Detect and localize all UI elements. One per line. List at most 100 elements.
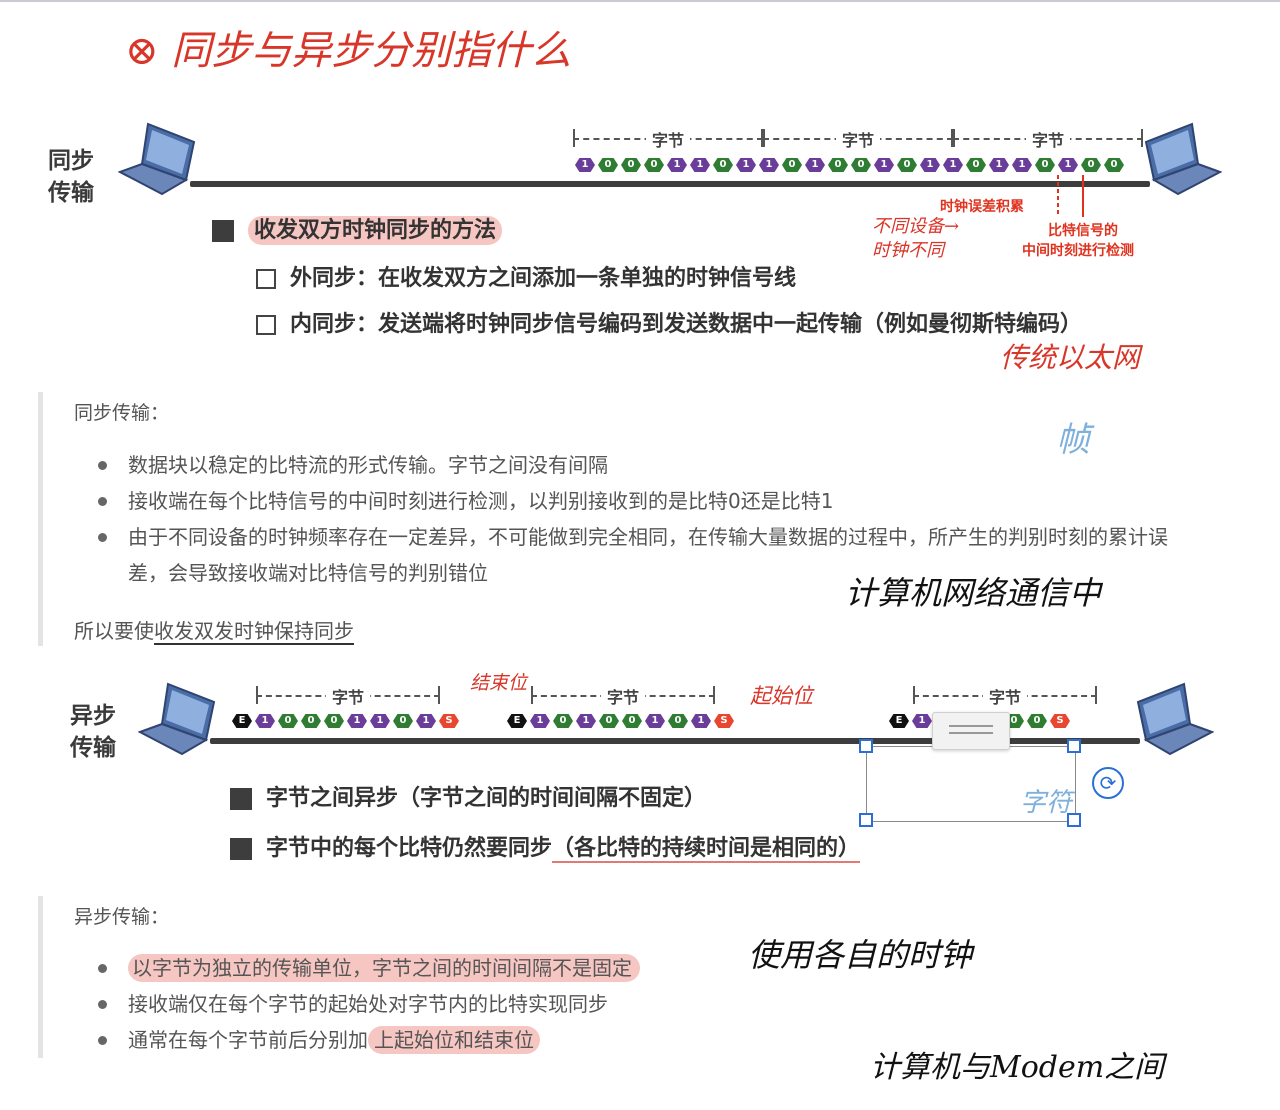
sync-bit: 0 bbox=[621, 158, 641, 172]
resize-handle-bottom-left[interactable] bbox=[859, 813, 873, 827]
sync-bit: 0 bbox=[897, 158, 917, 172]
sync-note-bullets: 数据块以稳定的比特流的形式传输。字节之间没有间隔 接收端在每个比特信号的中间时刻… bbox=[96, 447, 1206, 591]
rotate-handle-icon[interactable]: ⟳ bbox=[1092, 767, 1124, 799]
handwritten-end-bit: 结束位 bbox=[470, 672, 528, 694]
sync-bit: 1 bbox=[759, 158, 779, 172]
bullet1-b: 字节之间的时间间隔不是固定 bbox=[372, 956, 632, 980]
sync-note-title: 同步传输： bbox=[74, 402, 170, 424]
top-divider bbox=[0, 0, 1280, 2]
async-bit: E bbox=[507, 714, 527, 728]
floating-toolbar-card[interactable] bbox=[932, 712, 1010, 750]
sync-byte-label-3: 字节 bbox=[1025, 127, 1071, 151]
square-bullet-icon bbox=[212, 220, 234, 242]
async-note-bullets: 以字节为独立的传输单位，字节之间的时间间隔不是固定 接收端仅在每个字节的起始处对… bbox=[96, 950, 1096, 1058]
async-bit: 1 bbox=[691, 714, 711, 728]
sender-laptop-icon bbox=[118, 122, 196, 196]
async-bit: 1 bbox=[530, 714, 550, 728]
list-item: 由于不同设备的时钟频率存在一定差异，不可能做到完全相同，在传输大量数据的过程中，… bbox=[96, 519, 1206, 591]
sync-bit: 0 bbox=[966, 158, 986, 172]
handwritten-start-bit: 起始位 bbox=[750, 684, 813, 708]
sync-byte-span-3: 字节 bbox=[953, 127, 1143, 151]
resize-handle-top-right[interactable] bbox=[1067, 739, 1081, 753]
detect-arrow-icon bbox=[1082, 175, 1084, 217]
sync-bit: 1 bbox=[736, 158, 756, 172]
sync-bit: 1 bbox=[874, 158, 894, 172]
sync-side-label: 同步 传输 bbox=[48, 145, 108, 209]
handwritten-modem: 计算机与Modem之间 bbox=[870, 1050, 1165, 1085]
footer-underlined: 收发双发时钟保持同步 bbox=[154, 619, 354, 645]
bullet3-prefix: 通常在每个字节前后分别加 bbox=[128, 1028, 368, 1052]
async-note-title: 异步传输： bbox=[74, 906, 170, 928]
sync-bit: 1 bbox=[920, 158, 940, 172]
async-bit: 1 bbox=[416, 714, 436, 728]
handwritten-ethernet: 传统以太网 bbox=[1000, 341, 1141, 374]
async-byte-label-3: 字节 bbox=[982, 684, 1028, 708]
list-item: 数据块以稳定的比特流的形式传输。字节之间没有间隔 bbox=[96, 447, 1206, 483]
sync-byte-span-1: 字节 bbox=[573, 127, 763, 151]
handwritten-own-clock: 使用各自的时钟 bbox=[748, 936, 973, 974]
sync-bit: 0 bbox=[782, 158, 802, 172]
sync-bit: 1 bbox=[1012, 158, 1032, 172]
async-bit: 0 bbox=[278, 714, 298, 728]
footer-prefix: 所以要使 bbox=[74, 619, 154, 643]
handwritten-frame: 帧 bbox=[1056, 420, 1090, 460]
sync-method-heading: 收发双方时钟同步的方法 bbox=[212, 212, 503, 245]
sync-bit: 0 bbox=[828, 158, 848, 172]
async-line-2-main: 字节中的每个比特仍然要同步 bbox=[266, 836, 553, 861]
receiver-laptop-icon bbox=[1144, 122, 1222, 196]
sync-byte-span-2: 字节 bbox=[763, 127, 953, 151]
sync-note-footer: 所以要使收发双发时钟保持同步 bbox=[74, 615, 354, 645]
async-bit: 1 bbox=[255, 714, 275, 728]
sync-bit: 0 bbox=[713, 158, 733, 172]
async-line-1-paren: （字节之间的时间间隔不固定） bbox=[398, 786, 707, 811]
sync-bit: 1 bbox=[575, 158, 595, 172]
handwritten-title: ⊗ 同步与异步分别指什么 bbox=[125, 28, 572, 74]
internal-sync-line: 内同步：发送端将时钟同步信号编码到发送数据中一起传输（例如曼彻斯特编码） bbox=[256, 306, 1082, 338]
sync-note-bar bbox=[38, 392, 43, 646]
async-bit: 1 bbox=[576, 714, 596, 728]
async-bit: 0 bbox=[301, 714, 321, 728]
external-sync-line: 外同步：在收发双方之间添加一条单独的时钟信号线 bbox=[256, 260, 796, 292]
bullet3-highlight: 上起始位和结束位 bbox=[368, 1026, 540, 1054]
sync-bit: 0 bbox=[851, 158, 871, 172]
async-bit: S bbox=[714, 714, 734, 728]
square-bullet-icon bbox=[230, 838, 252, 860]
resize-handle-top-left[interactable] bbox=[859, 739, 873, 753]
async-byte-label-1: 字节 bbox=[325, 684, 371, 708]
async-line-1: 字节之间异步（字节之间的时间间隔不固定） bbox=[230, 780, 706, 812]
async-bit: 0 bbox=[599, 714, 619, 728]
resize-handle-bottom-right[interactable] bbox=[1067, 813, 1081, 827]
sync-bit: 1 bbox=[667, 158, 687, 172]
async-bit: 1 bbox=[912, 714, 932, 728]
checkbox-icon bbox=[256, 269, 276, 289]
sync-bit: 1 bbox=[805, 158, 825, 172]
checkbox-icon bbox=[256, 315, 276, 335]
async-byte-span-2: 字节 bbox=[531, 684, 715, 708]
sync-wire bbox=[190, 181, 1150, 187]
async-sender-laptop-icon bbox=[138, 682, 216, 756]
async-bit: 1 bbox=[347, 714, 367, 728]
async-bit: 0 bbox=[324, 714, 344, 728]
sync-bit: 0 bbox=[1081, 158, 1101, 172]
async-bit: 1 bbox=[645, 714, 665, 728]
square-bullet-icon bbox=[230, 788, 252, 810]
async-bit: 0 bbox=[393, 714, 413, 728]
list-item: 通常在每个字节前后分别加上起始位和结束位 bbox=[96, 1022, 1096, 1058]
sync-bit: 1 bbox=[943, 158, 963, 172]
list-item: 接收端在每个比特信号的中间时刻进行检测，以判别接收到的是比特0还是比特1 bbox=[96, 483, 1206, 519]
async-line-2: 字节中的每个比特仍然要同步（各比特的持续时间是相同的） bbox=[230, 830, 861, 863]
async-byte-span-3: 字节 bbox=[913, 684, 1097, 708]
sync-bit: 1 bbox=[690, 158, 710, 172]
sync-bit: 0 bbox=[1035, 158, 1055, 172]
bullet1-a: 以字节为独立的传输单位， bbox=[132, 956, 372, 980]
sync-byte-label-1: 字节 bbox=[645, 127, 691, 151]
sync-byte-label-2: 字节 bbox=[835, 127, 881, 151]
async-bit: 1 bbox=[370, 714, 390, 728]
sync-method-heading-text: 收发双方时钟同步的方法 bbox=[248, 216, 503, 245]
async-bit: 0 bbox=[622, 714, 642, 728]
async-line-2-paren: （各比特的持续时间是相同的） bbox=[552, 836, 861, 863]
sync-bit: 0 bbox=[1104, 158, 1124, 172]
async-bit: 0 bbox=[553, 714, 573, 728]
